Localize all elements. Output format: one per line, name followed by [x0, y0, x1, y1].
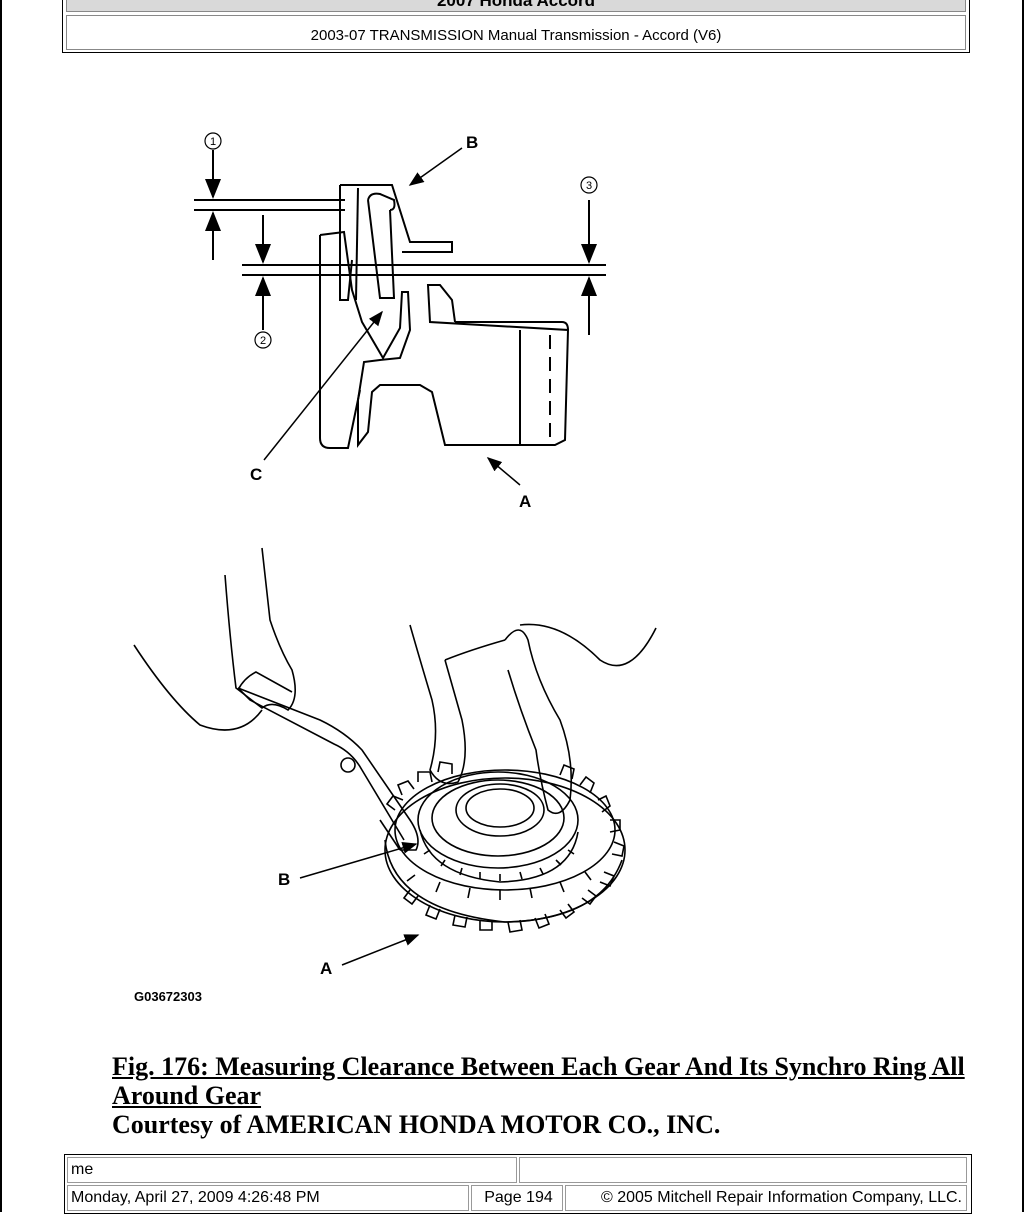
hand-and-gear-illustration — [133, 547, 657, 933]
top-leaders — [263, 147, 521, 486]
footer-timestamp: Monday, April 27, 2009 4:26:48 PM — [67, 1185, 469, 1211]
label-b-top: B — [466, 133, 478, 152]
label-b-bottom: B — [278, 870, 290, 889]
label-a-bottom: A — [320, 959, 332, 978]
measurement-arrows — [205, 150, 597, 335]
svg-text:2: 2 — [260, 335, 266, 347]
document-footer: me Monday, April 27, 2009 4:26:48 PM Pag… — [64, 1154, 972, 1214]
vehicle-title: 2007 Honda Accord — [66, 0, 966, 12]
callout-2: 2 — [254, 331, 272, 349]
callout-1: 1 — [204, 132, 222, 150]
document-header: 2007 Honda Accord 2003-07 TRANSMISSION M… — [62, 0, 970, 53]
footer-copyright: © 2005 Mitchell Repair Information Compa… — [565, 1185, 967, 1211]
image-code: G03672303 — [134, 989, 202, 1004]
footer-page-number: Page 194 — [471, 1185, 563, 1211]
caption-title: Fig. 176: Measuring Clearance Between Ea… — [112, 1052, 965, 1110]
page-right-border — [1022, 0, 1024, 1212]
label-a-top: A — [519, 492, 531, 511]
footer-user: me — [67, 1157, 517, 1183]
clearance-diagram — [194, 184, 606, 449]
callout-3: 3 — [580, 176, 598, 194]
section-title: 2003-07 TRANSMISSION Manual Transmission… — [66, 15, 966, 50]
label-c-top: C — [250, 465, 262, 484]
caption-courtesy: Courtesy of AMERICAN HONDA MOTOR CO., IN… — [112, 1110, 721, 1139]
footer-empty-cell — [519, 1157, 967, 1183]
svg-text:3: 3 — [586, 180, 592, 192]
page-left-border — [0, 0, 2, 1212]
svg-text:1: 1 — [210, 136, 216, 148]
figure-176: 1 2 3 B C A — [0, 60, 1024, 1050]
bottom-leaders — [299, 842, 420, 966]
figure-caption: Fig. 176: Measuring Clearance Between Ea… — [112, 1052, 972, 1139]
figure-svg: 1 2 3 B C A — [133, 132, 657, 1004]
